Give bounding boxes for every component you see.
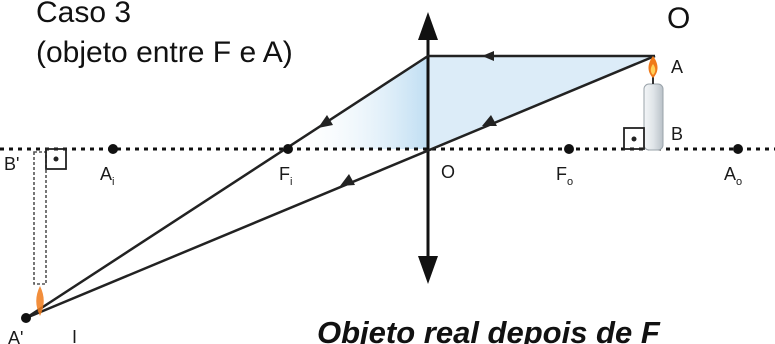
footer-mark: I <box>72 327 77 344</box>
right-angle-marker-image <box>45 148 67 170</box>
ray-through-center <box>25 54 656 320</box>
label-Fo: Fo <box>556 164 573 188</box>
image-candle-body <box>33 151 47 285</box>
image-flame-icon <box>36 286 44 316</box>
label-A: A <box>671 57 683 77</box>
lens-arrow-bottom-icon <box>418 256 438 284</box>
point-Fi <box>283 144 293 154</box>
label-B: B <box>671 124 683 144</box>
lens-arrow-top-icon <box>418 12 438 40</box>
point-Fo <box>564 144 574 154</box>
ray-refracted-arrow-icon <box>318 115 333 128</box>
footer-caption: Objeto real depois de F <box>317 315 661 344</box>
label-O-center: O <box>441 162 455 182</box>
ray-parallel-arrow-icon <box>482 51 494 61</box>
label-A-prime: A' <box>8 328 23 344</box>
label-Ai: Ai <box>100 164 114 188</box>
ray-center-arrow-icon-right <box>482 115 497 126</box>
label-Ao: Ao <box>724 164 742 188</box>
label-B-prime: B' <box>4 154 19 174</box>
point-A-prime <box>21 313 31 323</box>
point-Ao <box>733 144 743 154</box>
ray-center-arrow-icon-left <box>340 174 355 186</box>
candle-flame-core-icon <box>650 64 656 75</box>
right-angle-dot-image <box>53 156 59 162</box>
right-angle-marker-object <box>623 127 645 150</box>
label-O-top: O <box>667 2 690 35</box>
caso-heading: Caso 3 <box>36 0 131 29</box>
right-angle-dot-object <box>631 136 637 142</box>
candle-body <box>643 83 664 151</box>
caso-subheading: (objeto entre F e A) <box>36 36 293 69</box>
label-Fi: Fi <box>279 164 292 188</box>
point-Ai <box>108 144 118 154</box>
ray-refracted-through-focus <box>25 54 429 320</box>
